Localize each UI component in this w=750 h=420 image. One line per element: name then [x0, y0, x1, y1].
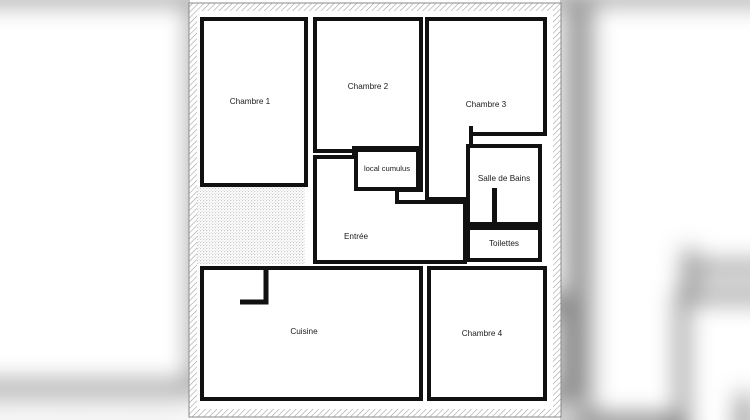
room-label-local-cumulus: local cumulus [364, 164, 410, 173]
room-label-chambre-1: Chambre 1 [230, 97, 271, 106]
blurred-background-left [0, 0, 190, 420]
blurred-background-right [560, 0, 750, 420]
room-label-toilettes: Toilettes [489, 239, 519, 248]
room-label-chambre-2: Chambre 2 [348, 82, 389, 91]
plan-walls [189, 3, 561, 417]
room-label-salle-de-bains: Salle de Bains [478, 174, 530, 183]
room-label-cuisine: Cuisine [290, 327, 318, 336]
room-label-entree: Entrée [344, 232, 369, 241]
room-label-chambre-4: Chambre 4 [462, 329, 503, 338]
room-label-chambre-3: Chambre 3 [466, 100, 507, 109]
floor-plan: Chambre 1 Chambre 2 Chambre 3 local cumu… [188, 2, 562, 418]
floor-plan-svg: Chambre 1 Chambre 2 Chambre 3 local cumu… [188, 2, 562, 418]
